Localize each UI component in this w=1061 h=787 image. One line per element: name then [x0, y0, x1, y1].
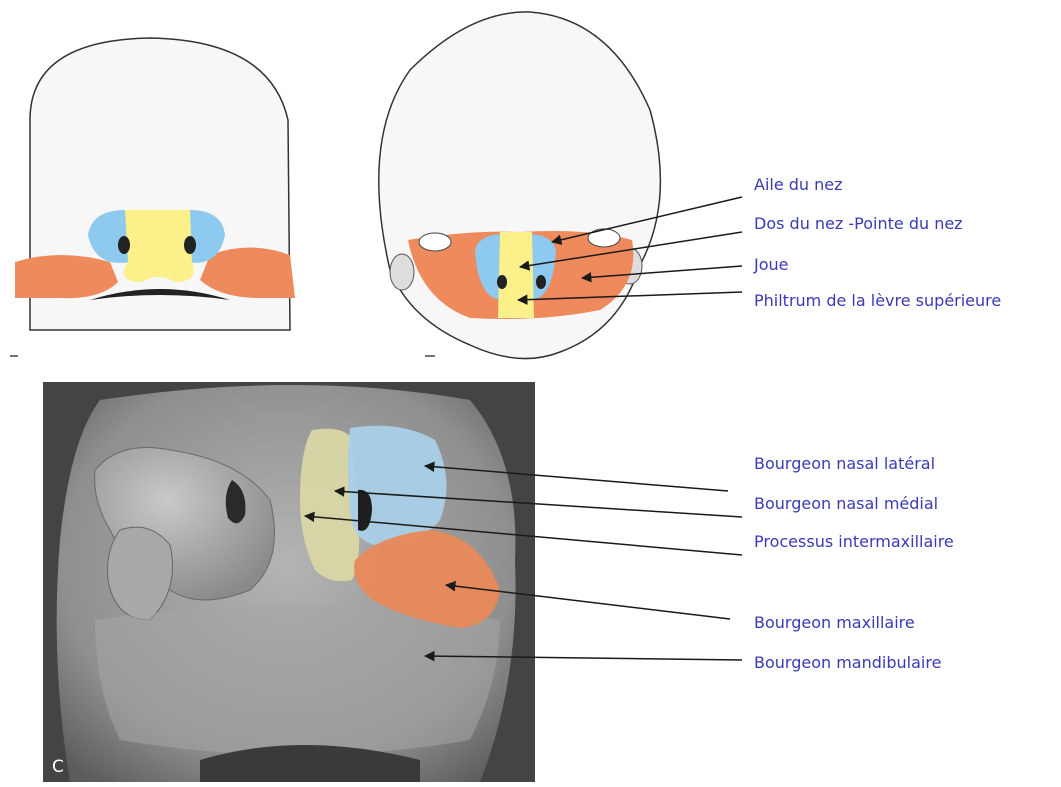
- label-joue: Joue: [753, 255, 789, 274]
- label-dos-du-nez: Dos du nez -Pointe du nez: [754, 214, 963, 233]
- label-bourgeon-nasal-lateral: Bourgeon nasal latéral: [754, 454, 935, 473]
- sem-embryo-image: C: [43, 382, 535, 782]
- label-philtrum: Philtrum de la lèvre supérieure: [754, 291, 1001, 310]
- newborn-face-drawing: [379, 12, 661, 359]
- label-bourgeon-maxillaire: Bourgeon maxillaire: [754, 613, 915, 632]
- adult-labels: Aile du nez Dos du nez -Pointe du nez Jo…: [753, 175, 1001, 310]
- panel-letter: C: [52, 757, 64, 777]
- fetal-face-drawing: [15, 38, 295, 330]
- label-processus-intermaxillaire: Processus intermaxillaire: [754, 532, 954, 551]
- label-aile-du-nez: Aile du nez: [754, 175, 843, 194]
- label-bourgeon-mandibulaire: Bourgeon mandibulaire: [754, 653, 941, 672]
- embryo-labels: Bourgeon nasal latéral Bourgeon nasal mé…: [754, 454, 954, 672]
- label-bourgeon-nasal-medial: Bourgeon nasal médial: [754, 494, 938, 513]
